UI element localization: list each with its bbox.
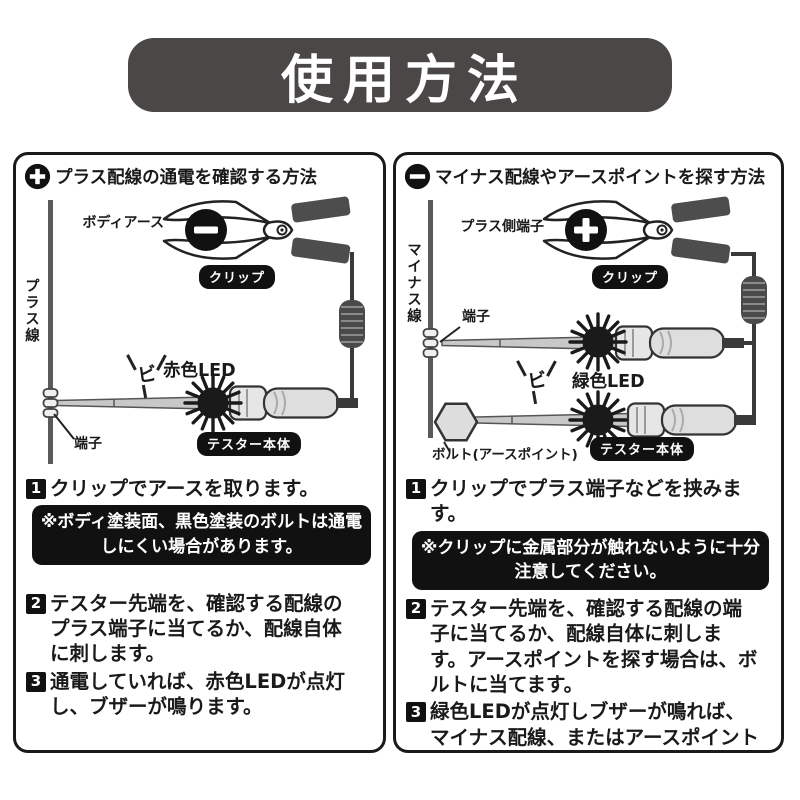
beep-text: ビ [526, 368, 549, 394]
caution-note: ※ボディ塗装面、黒色塗装のボルトは通電しにくい場合があります。 [32, 505, 371, 565]
step-text: クリップでプラス端子などを挟みます。 [430, 477, 742, 526]
step-3: 3 緑色LEDが点灯しブザーが鳴れば、マイナス配線、またはアースポイントです。 [406, 699, 771, 750]
step-text: 通電していれば、赤色LEDが点灯し、ブザーが鳴ります。 [50, 669, 345, 718]
beep-text: ビ [136, 362, 159, 388]
minus-wire-line [428, 200, 433, 438]
bolt-leader-line [443, 441, 451, 453]
minus-diagram-graphic [422, 194, 768, 453]
green-led-burst [568, 312, 628, 372]
step-number: 1 [26, 479, 46, 499]
tester-badge: テスター本体 [197, 432, 302, 456]
step-3: 3 通電していれば、赤色LEDが点灯し、ブザーが鳴ります。 [26, 669, 373, 720]
step-text: テスター先端を、確認する配線のプラス端子に当てるか、配線自体に刺します。 [50, 591, 343, 666]
bolt-hexagon [433, 402, 479, 442]
panel-plus-header: プラス配線の通電を確認する方法 [16, 155, 383, 192]
cable-coil [338, 299, 366, 349]
plus-wire-label: プラス線 [22, 278, 39, 344]
step-2: 2 テスター先端を、確認する配線のプラス端子に当てるか、配線自体に刺します。 [26, 591, 373, 667]
plus-diagram: プラス線 ボディアース クリップ ビ 赤色LED 端子 テスター本体 [16, 192, 383, 470]
caution-note: ※クリップに金属部分が触れないように十分注意してください。 [412, 530, 769, 590]
step-number: 2 [406, 598, 426, 619]
red-led-burst [183, 373, 243, 433]
panel-minus-wiring: マイナス配線やアースポイントを探す方法 マイナス線 [393, 152, 784, 753]
tester-badge: テスター本体 [590, 437, 695, 461]
red-led-label: 赤色LED [163, 361, 236, 381]
plus-wire-line [48, 200, 53, 464]
panel-minus-header: マイナス配線やアースポイントを探す方法 [396, 155, 781, 192]
minus-diagram: マイナス線 プラス側端子 クリップ 端子 ビ 緑色LED ボルト(アースポイント… [396, 192, 781, 470]
panel-plus-wiring: プラス配線の通電を確認する方法 プラス線 ボディアース クリップ ビ [13, 152, 386, 753]
plus-circle-icon [24, 163, 51, 190]
minus-circle-icon [404, 163, 431, 190]
step-number: 3 [406, 702, 426, 723]
step-number: 2 [26, 593, 46, 614]
beep-effect: ビ [516, 358, 560, 406]
clip-target-label: ボディアース [82, 215, 164, 231]
terminal-contact [422, 328, 439, 358]
terminal-label: 端子 [74, 436, 102, 452]
step-text: 緑色LEDが点灯しブザーが鳴れば、マイナス配線、またはアースポイントです。 [430, 700, 759, 749]
terminal-contact [42, 388, 59, 418]
step-number: 3 [26, 671, 46, 692]
minus-wire-label: マイナス線 [404, 242, 421, 325]
bolt-label: ボルト(アースポイント) [432, 447, 578, 463]
terminal-leader-line [53, 413, 75, 440]
plus-diagram-graphic [42, 194, 366, 464]
clip-badge: クリップ [592, 265, 669, 289]
page-title: 使用方法 [280, 50, 529, 111]
minus-symbol [194, 226, 218, 234]
step-text: テスター先端を、確認する配線の端子に当てるか、配線自体に刺します。アースポイント… [430, 596, 758, 696]
beep-slash-icon [516, 360, 527, 377]
green-led-label: 緑色LED [572, 372, 645, 392]
panel-plus-title: プラス配線の通電を確認する方法 [55, 168, 318, 188]
clip-badge: クリップ [199, 265, 276, 289]
step-1: 1 クリップでアースを取ります。 [26, 476, 373, 501]
terminal-leader-line [439, 326, 461, 343]
plus-symbol [582, 218, 590, 242]
clip-target-label: プラス側端子 [460, 219, 544, 235]
title-bar: 使用方法 [128, 38, 672, 112]
terminal-label: 端子 [462, 309, 490, 325]
step-text: クリップでアースを取ります。 [50, 477, 319, 500]
step-number: 1 [406, 479, 426, 499]
instruction-panels: プラス配線の通電を確認する方法 プラス線 ボディアース クリップ ビ [0, 152, 800, 753]
connecting-wire [731, 252, 756, 420]
panel-minus-title: マイナス配線やアースポイントを探す方法 [435, 168, 766, 188]
minus-steps: 1 クリップでプラス端子などを挟みます。 ※クリップに金属部分が触れないように十… [396, 470, 781, 750]
step-2: 2 テスター先端を、確認する配線の端子に当てるか、配線自体に刺します。アースポイ… [406, 596, 771, 697]
beep-slash-icon [545, 360, 556, 377]
cable-coil [740, 275, 768, 325]
step-1: 1 クリップでプラス端子などを挟みます。 [406, 476, 771, 527]
beep-slash-icon [126, 354, 137, 371]
plus-steps: 1 クリップでアースを取ります。 ※ボディ塗装面、黒色塗装のボルトは通電しにくい… [16, 470, 383, 719]
